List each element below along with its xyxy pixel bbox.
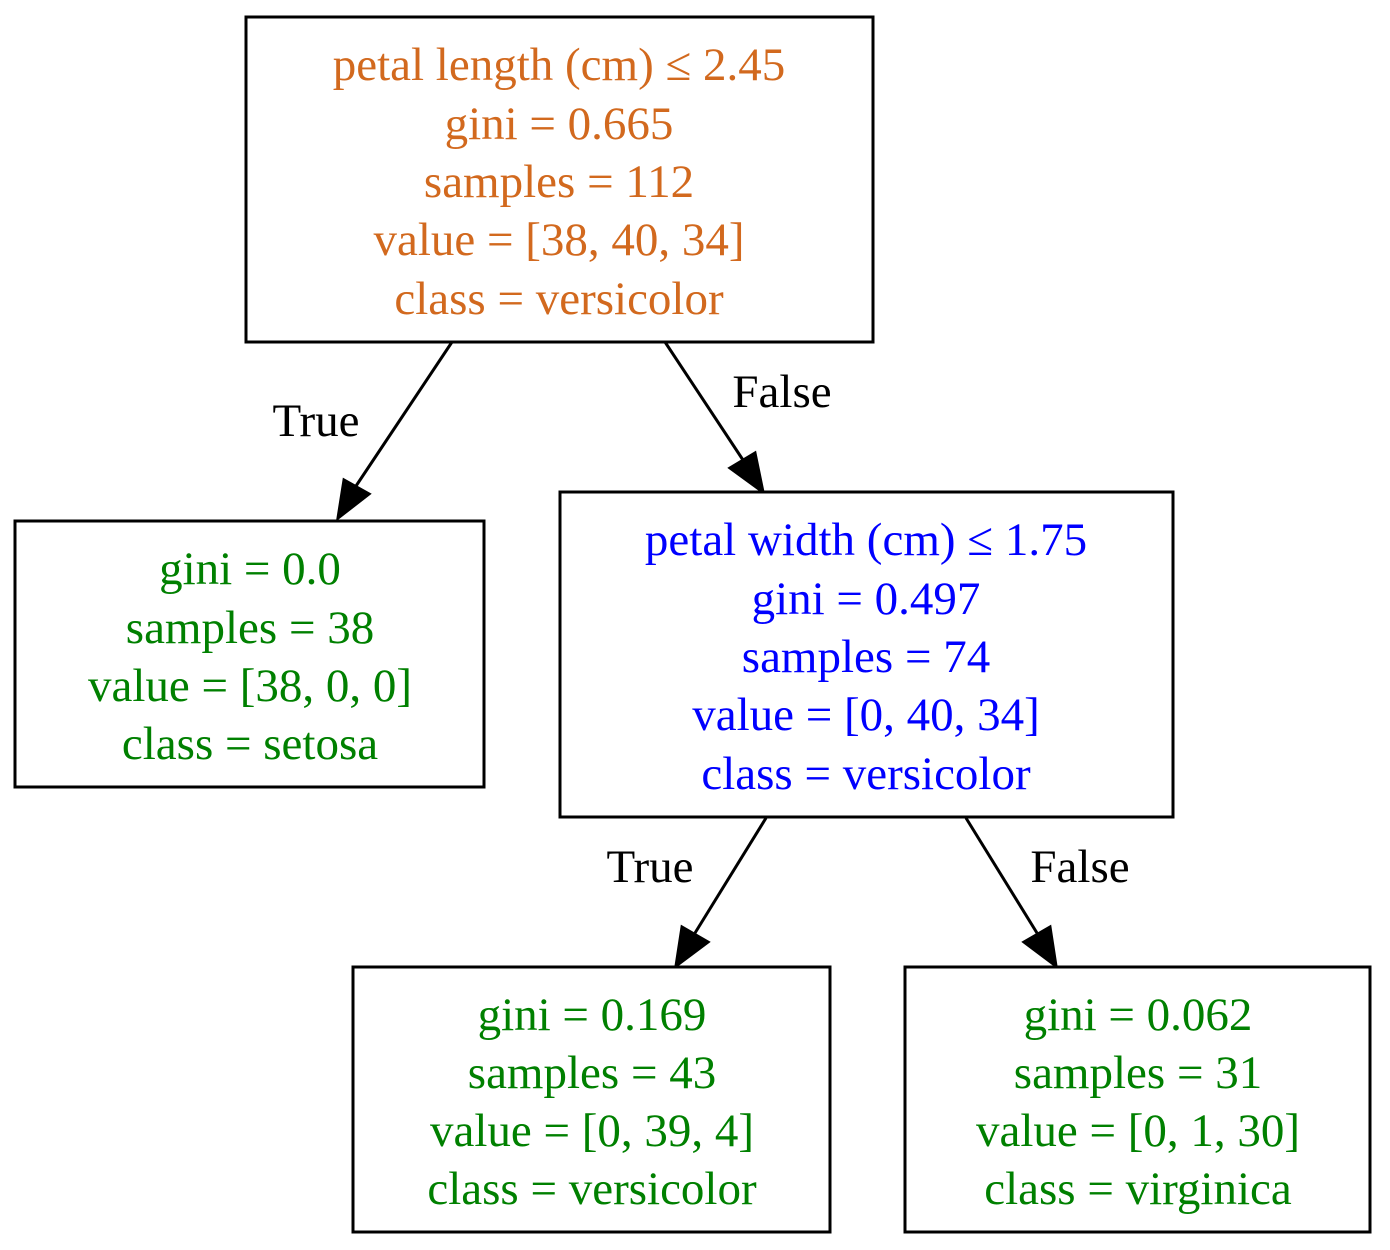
node-split-value: value = [0, 40, 34] — [692, 689, 1040, 741]
node-setosa-leaf: gini = 0.0 samples = 38 value = [38, 0, … — [13, 519, 486, 789]
node-setosa-value: value = [38, 0, 0] — [88, 660, 412, 712]
node-root-value: value = [38, 40, 34] — [373, 214, 744, 266]
edge-label-root-false: False — [732, 366, 831, 418]
node-versicolor-class: class = versicolor — [427, 1163, 757, 1215]
node-setosa-gini: gini = 0.0 — [159, 543, 341, 595]
node-versicolor-value: value = [0, 39, 4] — [430, 1105, 754, 1157]
edge-root-to-setosa — [335, 341, 454, 522]
node-root: petal length (cm) ≤ 2.45 gini = 0.665 sa… — [244, 15, 875, 344]
edge-root-to-width-split — [663, 341, 766, 496]
node-setosa-samples: samples = 38 — [126, 602, 374, 654]
edge-label-split-true: True — [606, 841, 693, 893]
node-split-class: class = versicolor — [701, 748, 1031, 800]
node-versicolor-gini: gini = 0.169 — [478, 989, 707, 1041]
node-root-condition: petal length (cm) ≤ 2.45 — [333, 39, 786, 91]
node-split-condition: petal width (cm) ≤ 1.75 — [645, 514, 1087, 566]
node-width-split: petal width (cm) ≤ 1.75 gini = 0.497 sam… — [558, 490, 1175, 819]
edge-label-split-false: False — [1030, 841, 1129, 893]
node-setosa-class: class = setosa — [122, 718, 378, 770]
node-split-samples: samples = 74 — [742, 631, 990, 683]
edge-split-to-versicolor — [673, 817, 768, 970]
node-virginica-samples: samples = 31 — [1014, 1047, 1262, 1099]
node-versicolor-samples: samples = 43 — [468, 1047, 716, 1099]
node-split-gini: gini = 0.497 — [752, 573, 981, 625]
node-versicolor-leaf: gini = 0.169 samples = 43 value = [0, 39… — [351, 965, 832, 1234]
node-root-gini: gini = 0.665 — [445, 98, 674, 150]
node-virginica-gini: gini = 0.062 — [1024, 989, 1253, 1041]
edge-split-to-virginica — [964, 817, 1059, 970]
node-virginica-value: value = [0, 1, 30] — [976, 1105, 1300, 1157]
node-root-class: class = versicolor — [394, 273, 724, 325]
node-root-samples: samples = 112 — [424, 156, 694, 208]
node-virginica-class: class = virginica — [984, 1163, 1292, 1215]
node-virginica-leaf: gini = 0.062 samples = 31 value = [0, 1,… — [903, 965, 1372, 1234]
edge-label-root-true: True — [272, 395, 359, 447]
